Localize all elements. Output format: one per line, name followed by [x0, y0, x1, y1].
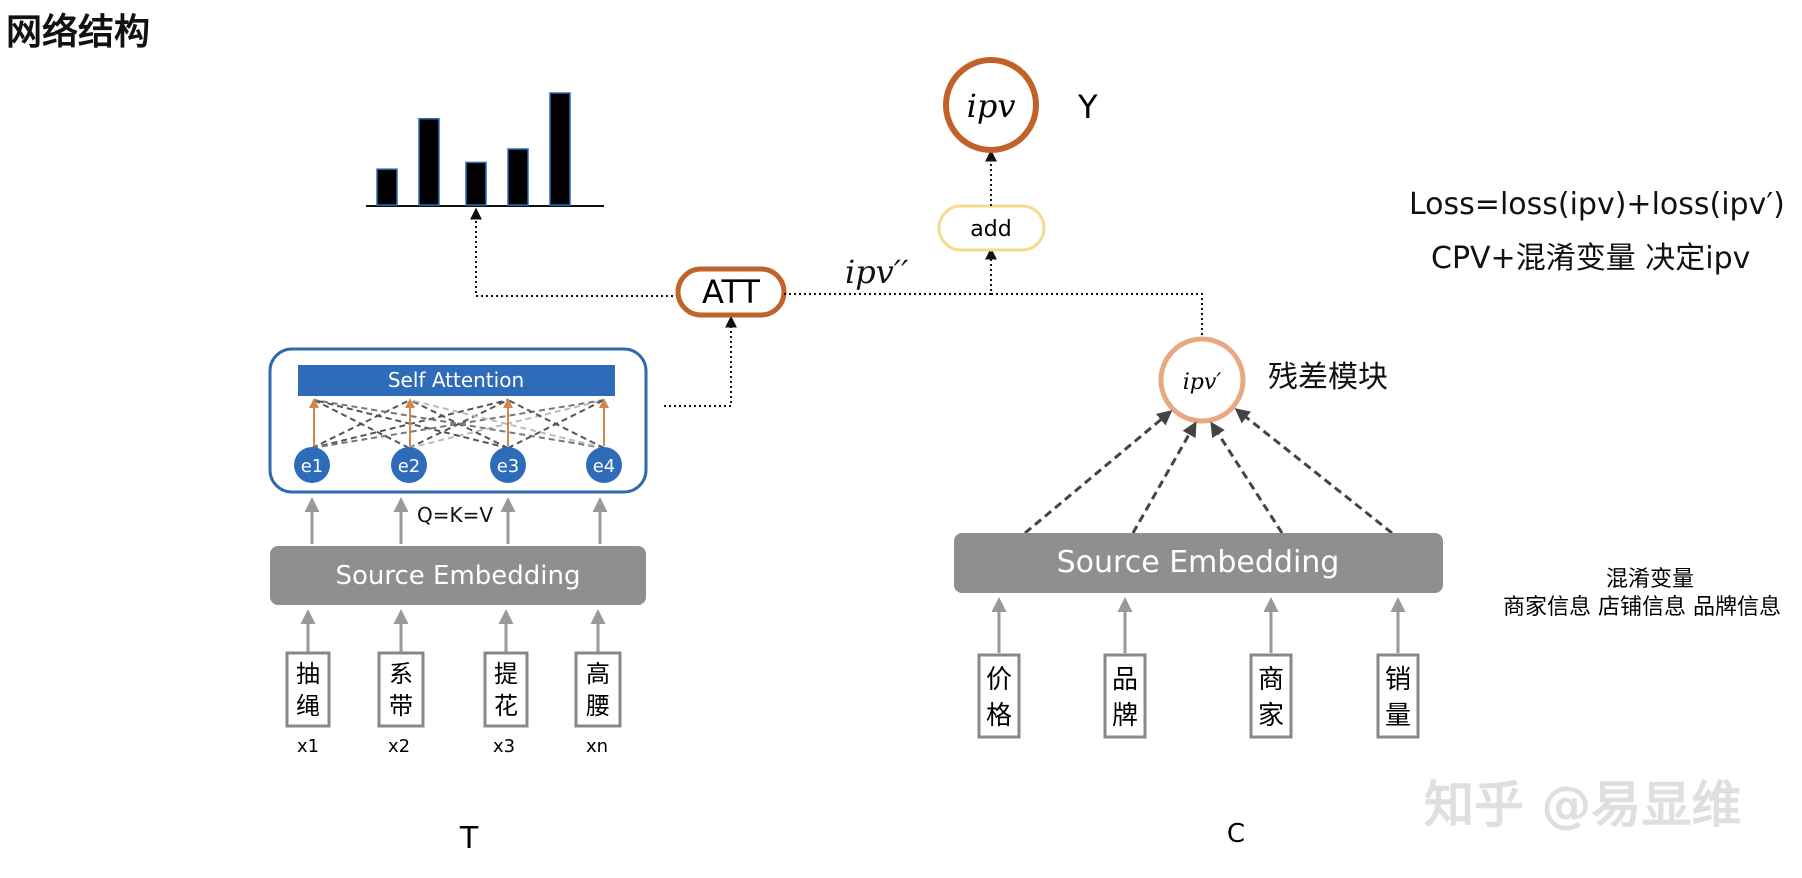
right-input-arrows	[991, 597, 1406, 653]
cpv-determines-ipv: CPV+混淆变量 决定ipv	[1431, 241, 1750, 276]
confounder-title: 混淆变量	[1606, 567, 1694, 592]
svg-text:e3: e3	[497, 456, 520, 477]
left-branch-label: T	[459, 821, 479, 856]
add-label: add	[970, 217, 1011, 242]
svg-text:e2: e2	[398, 456, 421, 477]
attention-weight-bar	[507, 148, 529, 206]
residual-ipv-node	[1158, 336, 1246, 424]
loss-formula: Loss=loss(ipv)+loss(ipv′)	[1409, 187, 1785, 222]
qkv-label: Q=K=V	[417, 503, 493, 527]
var-label-x1: x1	[297, 736, 319, 757]
svg-text:花: 花	[494, 692, 518, 720]
right-source-embedding-label: Source Embedding	[1057, 545, 1340, 580]
svg-text:高: 高	[586, 660, 610, 688]
right-input-price: 价 格	[977, 653, 1021, 739]
svg-text:品: 品	[1112, 665, 1138, 695]
svg-text:家: 家	[1258, 701, 1284, 731]
attention-node-e4: e4	[586, 447, 622, 483]
attention-node-e3: e3	[490, 447, 526, 483]
attention-node-e1: e1	[294, 447, 330, 483]
svg-text:销: 销	[1385, 665, 1411, 695]
svg-text:系: 系	[389, 660, 413, 688]
output-ipv-node	[943, 57, 1039, 153]
right-input-sales: 销 量	[1376, 653, 1420, 739]
ipv2-label: ipv′′	[845, 253, 909, 291]
right-input-brand: 品 牌	[1103, 653, 1147, 739]
att-to-add-connector	[784, 247, 1203, 340]
left-input-arrows	[300, 609, 606, 652]
attention-cross-links	[311, 399, 605, 449]
left-input-x1: 抽 绳	[285, 651, 331, 728]
svg-text:带: 带	[389, 692, 413, 720]
svg-text:e1: e1	[301, 456, 324, 477]
svg-text:腰: 腰	[586, 692, 610, 720]
output-ipv-label: ipv	[967, 87, 1016, 125]
y-label: Y	[1077, 88, 1098, 126]
svg-text:价: 价	[986, 665, 1012, 695]
residual-ipv-label: ipv′	[1183, 370, 1222, 395]
embedding-to-residual-arrows	[1024, 408, 1393, 535]
var-label-x3: x3	[493, 736, 515, 757]
right-branch-label: C	[1227, 819, 1245, 849]
svg-text:抽: 抽	[296, 660, 320, 688]
left-input-xn: 高 腰	[574, 651, 622, 728]
attention-weight-bar	[376, 168, 398, 206]
left-source-embedding-label: Source Embedding	[335, 561, 580, 591]
attention-to-att-connector	[664, 315, 737, 407]
confounder-items: 商家信息 店铺信息 品牌信息	[1503, 595, 1781, 620]
svg-text:商: 商	[1258, 665, 1284, 695]
var-label-x2: x2	[388, 736, 410, 757]
page-title: 网络结构	[6, 11, 150, 53]
svg-text:绳: 绳	[296, 692, 320, 720]
svg-text:提: 提	[494, 660, 518, 688]
svg-text:e4: e4	[593, 456, 616, 477]
right-source-embedding	[954, 533, 1443, 593]
embedding-to-attention-arrows	[304, 497, 608, 544]
svg-text:牌: 牌	[1112, 701, 1138, 731]
left-source-embedding	[270, 546, 646, 605]
svg-text:格: 格	[986, 701, 1012, 731]
left-input-x3: 提 花	[483, 651, 529, 728]
att-label: ATT	[702, 273, 760, 311]
attention-self-arrows	[309, 398, 609, 446]
self-attention-bar	[298, 365, 615, 396]
attention-weight-bar	[465, 161, 487, 206]
attention-weight-bar	[549, 92, 571, 206]
var-label-xn: xn	[586, 736, 608, 757]
attention-weight-bar	[418, 118, 440, 206]
watermark: 知乎 @易显维	[1424, 776, 1741, 834]
self-attention-label: Self Attention	[388, 368, 524, 392]
att-to-chart-connector	[470, 207, 678, 297]
residual-module-label: 残差模块	[1268, 360, 1388, 395]
att-node	[675, 266, 787, 318]
right-input-merchant: 商 家	[1249, 653, 1293, 739]
attention-weights-chart	[366, 92, 604, 207]
attention-node-e2: e2	[391, 447, 427, 483]
left-input-x2: 系 带	[377, 651, 425, 728]
svg-text:量: 量	[1385, 701, 1411, 731]
